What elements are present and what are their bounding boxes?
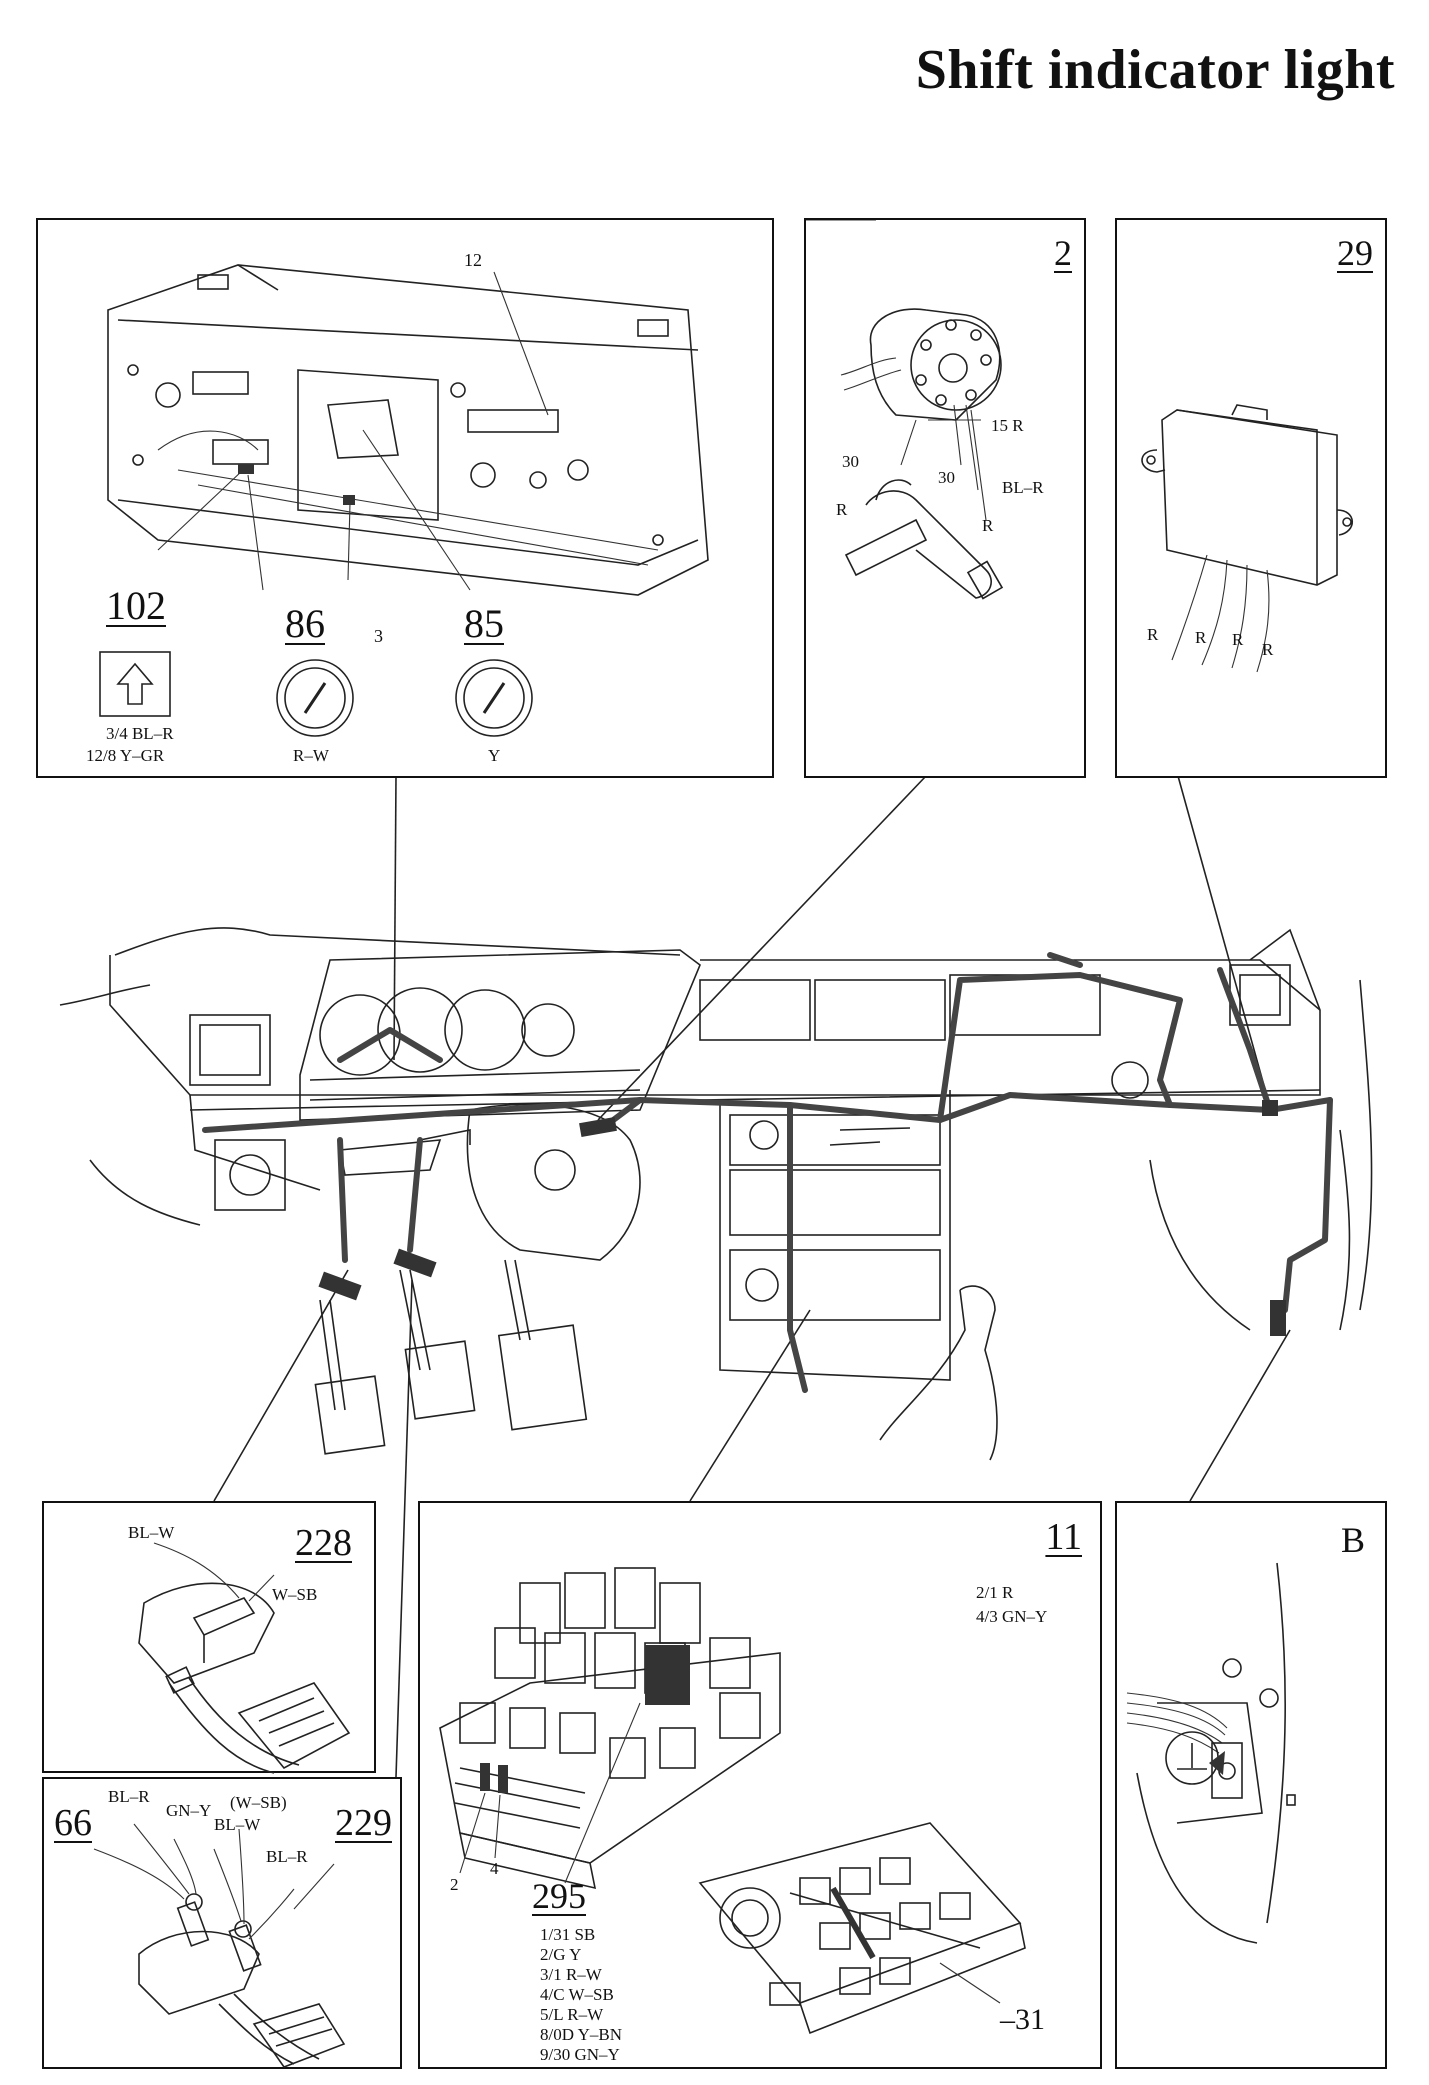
wire-bl-r: BL–R bbox=[1002, 478, 1044, 497]
wire-bl-w: BL–W bbox=[128, 1523, 175, 1542]
ignition-switch-drawing bbox=[806, 220, 1004, 600]
pin-15: 15 R bbox=[991, 416, 1024, 435]
wire-86: R–W bbox=[293, 746, 329, 765]
pin-30-left: 30 bbox=[842, 452, 859, 471]
ignition-number: 2 bbox=[1054, 233, 1072, 273]
ground-letter: B bbox=[1340, 1520, 1365, 1560]
fuse-box-drawing bbox=[439, 1567, 1026, 2035]
wire-85: Y bbox=[488, 746, 501, 765]
wire-102-b: 12/8 Y–GR bbox=[86, 746, 165, 765]
wiring-harness bbox=[202, 952, 1333, 1393]
switch-66-number: 66 bbox=[54, 1802, 92, 1844]
wire-r-right: R bbox=[982, 516, 994, 535]
wire-bl-r-left: BL–R bbox=[108, 1787, 150, 1806]
leader-ground bbox=[1189, 1329, 1291, 1502]
wire-102-a: 3/4 BL–R bbox=[106, 724, 174, 743]
component-102-number: 102 bbox=[106, 583, 166, 628]
component-295-number: 295 bbox=[532, 1876, 586, 1916]
panel-switch-66-229: 66 229 BL–R GN–Y (W–SB) BL–W BL–R bbox=[42, 1777, 402, 2069]
ground-31-label: –31 bbox=[1000, 2003, 1045, 2036]
panel-switch-228: BL–W 228 W–SB bbox=[42, 1501, 376, 1774]
connections-295: 1/31 SB 2/G Y 3/1 R–W 4/C W–SB 5/L R–W 8… bbox=[540, 1925, 622, 2065]
wire-r-left: R bbox=[836, 500, 848, 519]
panel-ground: B bbox=[1115, 1501, 1387, 2069]
instrument-cluster-drawing bbox=[99, 264, 709, 737]
connection-295-5: 5/L R–W bbox=[540, 2005, 604, 2024]
connection-295-6: 8/0D Y–BN bbox=[540, 2025, 623, 2044]
callout-12: 12 bbox=[464, 250, 482, 270]
connection-295-4: 4/C W–SB bbox=[540, 1985, 614, 2004]
wire-w-sb: W–SB bbox=[272, 1585, 318, 1604]
callout-3: 3 bbox=[374, 626, 383, 646]
fuse-box-wire-b: 4/3 GN–Y bbox=[976, 1607, 1048, 1626]
wire-w-sb-paren: (W–SB) bbox=[230, 1793, 287, 1812]
leader-228 bbox=[213, 1269, 349, 1502]
fuse-box-number: 11 bbox=[1045, 1516, 1082, 1558]
callout-4: 4 bbox=[490, 1859, 499, 1878]
leader-ignition bbox=[597, 775, 927, 1121]
fuse-box-wire-a: 2/1 R bbox=[976, 1583, 1014, 1602]
connection-295-7: 9/30 GN–Y bbox=[540, 2045, 620, 2064]
dashboard-outline bbox=[59, 927, 1373, 1461]
component-85-number: 85 bbox=[464, 601, 504, 646]
leader-66-229 bbox=[395, 1279, 413, 1778]
page-title: Shift indicator light bbox=[915, 39, 1395, 101]
panel-instrument-cluster: 12 3 102 86 85 3/4 BL–R 12/8 Y–GR R–W Y bbox=[36, 218, 774, 778]
panel-control-unit: 29 R R R R bbox=[1115, 218, 1387, 778]
leader-control-unit bbox=[1177, 775, 1269, 1101]
wire-bl-w-229: BL–W bbox=[214, 1815, 261, 1834]
pin-30-right: 30 bbox=[938, 468, 955, 487]
panel-ignition-switch: 2 30 30 15 R R BL–R R bbox=[804, 218, 1086, 778]
control-unit-wire-1: R bbox=[1147, 625, 1159, 644]
control-unit-wire-2: R bbox=[1195, 628, 1207, 647]
switch-228-drawing bbox=[138, 1542, 351, 1774]
control-unit-wire-4: R bbox=[1262, 640, 1274, 659]
switch-228-number: 228 bbox=[295, 1522, 352, 1564]
switch-66-229-drawing bbox=[93, 1823, 346, 2068]
control-unit-wire-3: R bbox=[1232, 630, 1244, 649]
control-unit-drawing bbox=[1141, 404, 1354, 673]
control-unit-number: 29 bbox=[1337, 233, 1373, 273]
connection-295-2: 2/G Y bbox=[540, 1945, 582, 1964]
panel-fuse-box: 11 2/1 R 4/3 GN–Y 2 4 295 1/31 SB 2/G Y … bbox=[418, 1501, 1102, 2069]
switch-229-number: 229 bbox=[335, 1802, 392, 1844]
component-86-number: 86 bbox=[285, 601, 325, 646]
callout-2: 2 bbox=[450, 1875, 459, 1894]
connection-295-3: 3/1 R–W bbox=[540, 1965, 602, 1984]
connection-295-1: 1/31 SB bbox=[540, 1925, 596, 1944]
ground-point-drawing bbox=[1126, 1562, 1296, 1944]
wire-bl-r-right: BL–R bbox=[266, 1847, 308, 1866]
leader-instrument bbox=[393, 775, 397, 1061]
wire-gn-y: GN–Y bbox=[166, 1801, 212, 1820]
